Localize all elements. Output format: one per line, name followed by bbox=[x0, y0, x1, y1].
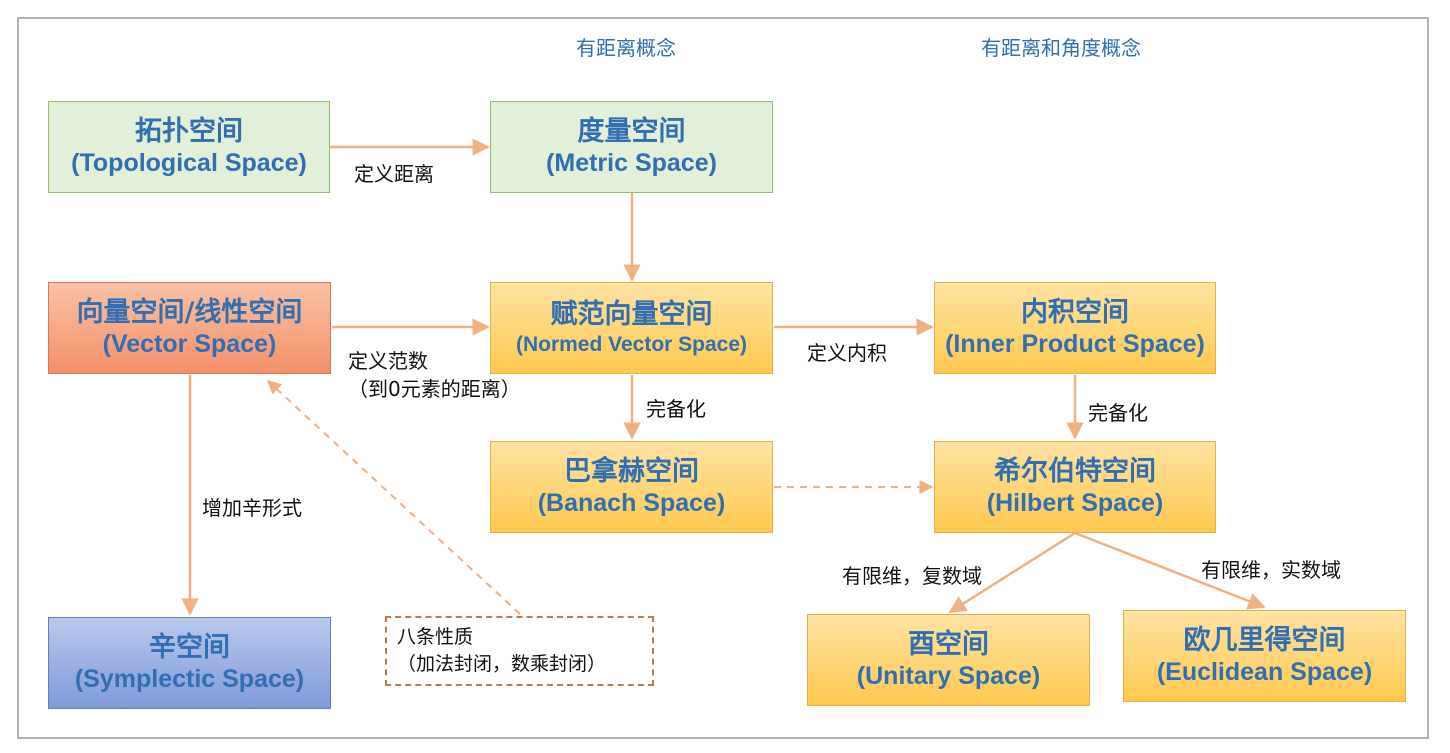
edge-hilbert-euclidean bbox=[1074, 531, 1266, 610]
node-title-en: (Topological Space) bbox=[71, 149, 307, 178]
node-normed-vector-space: 赋范向量空间 (Normed Vector Space) bbox=[490, 282, 773, 374]
node-title-zh: 赋范向量空间 bbox=[550, 299, 713, 330]
header-distance: 有距离概念 bbox=[576, 36, 676, 60]
node-title-zh: 拓扑空间 bbox=[135, 115, 243, 147]
header-distance-angle: 有距离和角度概念 bbox=[981, 36, 1141, 60]
node-topological-space: 拓扑空间 (Topological Space) bbox=[48, 101, 330, 193]
node-title-zh: 欧几里得空间 bbox=[1183, 624, 1346, 656]
node-title-zh: 希尔伯特空间 bbox=[994, 455, 1156, 487]
node-symplectic-space: 辛空间 (Symplectic Space) bbox=[48, 617, 331, 709]
node-vector-space: 向量空间/线性空间 (Vector Space) bbox=[48, 282, 331, 374]
edge-label-completion-left: 完备化 bbox=[646, 397, 706, 421]
edge-label-finite-real: 有限维，实数域 bbox=[1201, 558, 1341, 582]
node-title-en: (Vector Space) bbox=[102, 330, 277, 359]
node-title-en: (Banach Space) bbox=[537, 489, 726, 518]
edge-label-define-norm-note: （到0元素的距离） bbox=[348, 377, 521, 401]
node-title-zh: 度量空间 bbox=[577, 115, 686, 147]
edge-label-define-inner-product: 定义内积 bbox=[807, 341, 887, 365]
node-inner-product-space: 内积空间 (Inner Product Space) bbox=[934, 282, 1216, 374]
note-line-1: 八条性质 bbox=[397, 626, 474, 648]
node-title-en: (Hilbert Space) bbox=[986, 489, 1164, 518]
note-line-2: （加法封闭，数乘封闭） bbox=[397, 652, 607, 675]
node-title-zh: 辛空间 bbox=[149, 631, 230, 663]
edge-label-finite-complex: 有限维，复数域 bbox=[842, 564, 982, 588]
edge-label-define-distance: 定义距离 bbox=[354, 162, 434, 186]
node-title-zh: 巴拿赫空间 bbox=[564, 455, 699, 487]
edge-label-define-norm: 定义范数 bbox=[348, 349, 428, 373]
node-unitary-space: 酉空间 (Unitary Space) bbox=[807, 614, 1090, 706]
edge-label-completion-right: 完备化 bbox=[1088, 401, 1148, 425]
node-banach-space: 巴拿赫空间 (Banach Space) bbox=[490, 441, 773, 533]
node-title-en: (Normed Vector Space) bbox=[515, 332, 748, 356]
node-title-en: (Unitary Space) bbox=[856, 662, 1041, 691]
node-title-en: (Symplectic Space) bbox=[74, 665, 305, 694]
edge-note-vector bbox=[266, 380, 521, 615]
vector-axioms-note: 八条性质 （加法封闭，数乘封闭） bbox=[385, 616, 654, 686]
node-title-zh: 酉空间 bbox=[908, 628, 989, 660]
edge-label-add-symplectic: 增加辛形式 bbox=[202, 496, 302, 520]
node-title-en: (Inner Product Space) bbox=[945, 330, 1205, 359]
edge-hilbert-unitary bbox=[948, 531, 1076, 614]
node-hilbert-space: 希尔伯特空间 (Hilbert Space) bbox=[934, 441, 1216, 533]
node-title-zh: 向量空间/线性空间 bbox=[76, 296, 303, 328]
node-title-en: (Euclidean Space) bbox=[1156, 658, 1373, 687]
node-title-en: (Metric Space) bbox=[546, 149, 717, 178]
node-metric-space: 度量空间 (Metric Space) bbox=[490, 101, 773, 193]
node-euclidean-space: 欧几里得空间 (Euclidean Space) bbox=[1123, 610, 1406, 702]
node-title-zh: 内积空间 bbox=[1021, 296, 1129, 328]
